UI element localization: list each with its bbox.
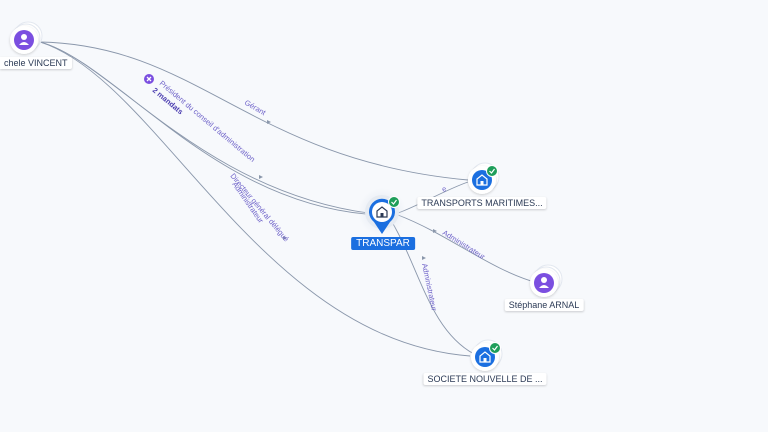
check-badge-icon — [388, 196, 400, 208]
label-transports[interactable]: TRANSPORTS MARITIMES... — [417, 197, 547, 209]
multiple-mandates-icon[interactable] — [144, 74, 154, 84]
label-arnal[interactable]: Stéphane ARNAL — [504, 299, 584, 311]
edge-vincent-transports[interactable] — [39, 41, 469, 181]
node-arnal[interactable] — [530, 264, 563, 297]
edge-vincent-societe[interactable] — [39, 41, 471, 357]
check-badge-icon — [489, 342, 501, 354]
check-badge-icon — [486, 165, 498, 177]
edge-transpar-arnal[interactable] — [397, 214, 539, 284]
edge-arrows — [259, 120, 437, 260]
label-societe[interactable]: SOCIETE NOUVELLE DE ... — [423, 373, 547, 385]
node-vincent[interactable] — [10, 21, 43, 54]
node-societe[interactable] — [471, 339, 503, 371]
label-transpar[interactable]: TRANSPAR — [351, 237, 415, 250]
label-vincent[interactable]: chele VINCENT — [0, 57, 72, 69]
building-icon — [472, 170, 492, 190]
edge-vincent-transpar-2[interactable] — [39, 41, 367, 215]
edge-label-gerant: Gérant — [243, 98, 268, 118]
node-transpar[interactable] — [358, 188, 406, 236]
person-icon — [14, 30, 34, 50]
building-icon — [376, 206, 388, 218]
edge-label-administrateur-arnal: Administrateur — [441, 228, 487, 262]
edge-label-transports: e — [441, 184, 448, 194]
person-icon — [534, 273, 554, 293]
node-transports[interactable] — [468, 162, 500, 194]
building-icon — [475, 347, 495, 367]
